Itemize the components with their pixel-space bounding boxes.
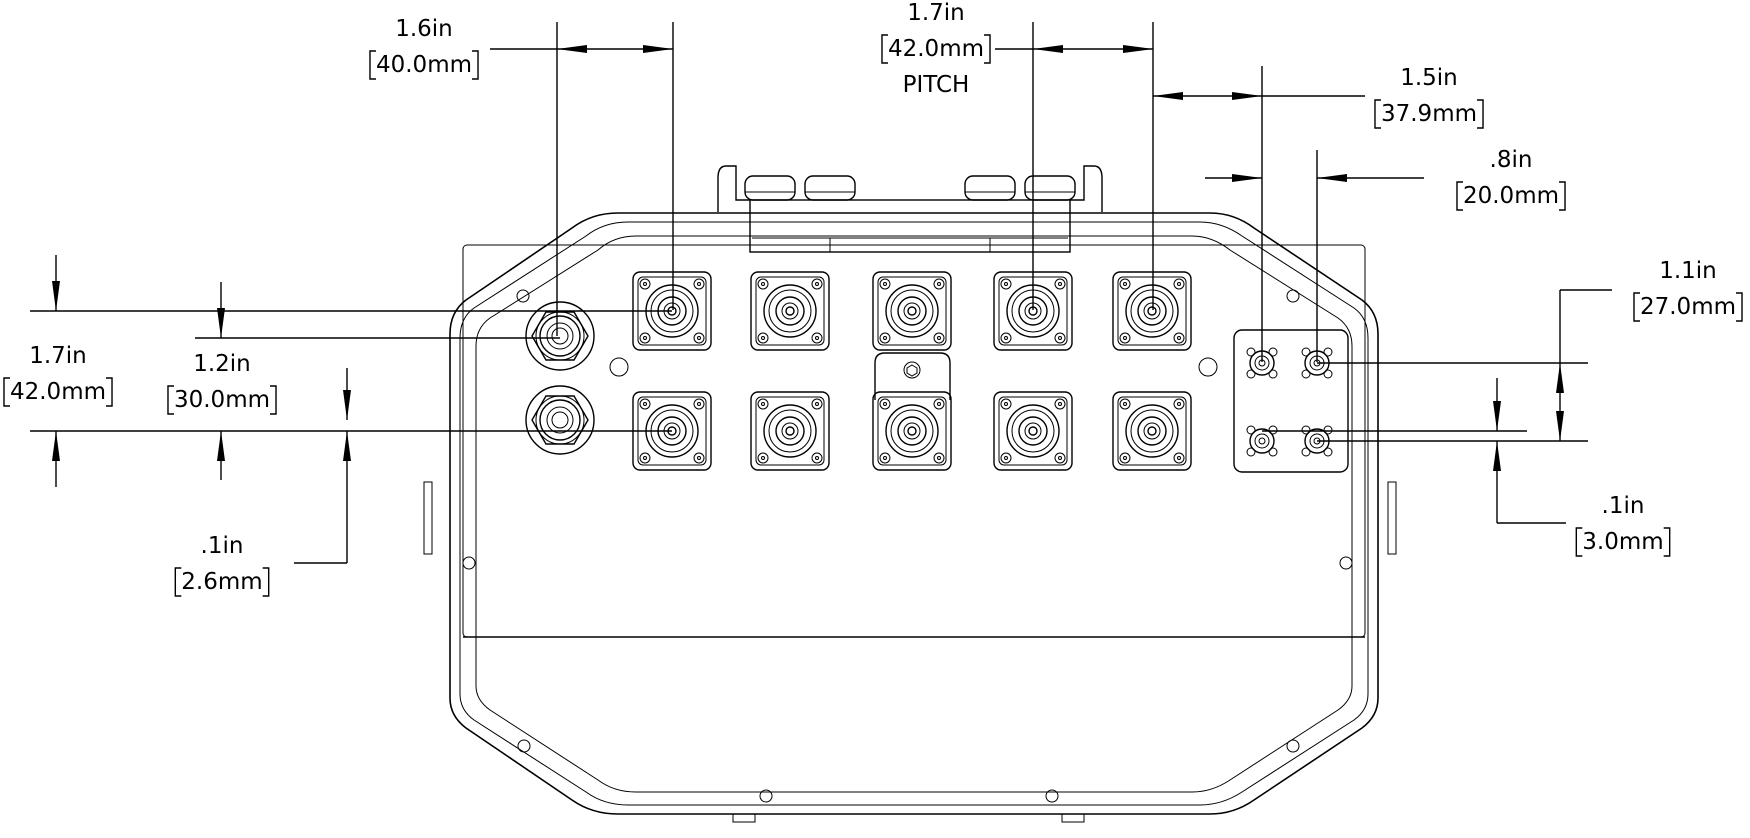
dim-37-9mm-mm-text: 37.9mm (1381, 101, 1477, 127)
dim-20mm-label: .8in 20.0mm (1456, 147, 1566, 211)
dim-37-9mm-label: 1.5in 37.9mm (1374, 65, 1484, 129)
dim-3mm-label: .1in 3.0mm (1575, 493, 1671, 557)
dim-27mm-brackets (1633, 292, 1743, 322)
dim-20mm-inch-text: .8in (1490, 147, 1533, 173)
connector-array (525, 271, 1349, 473)
dimension-lines (30, 22, 1612, 564)
dim-pitch-inch-text: 1.7in (907, 0, 965, 26)
dim-pitch-mm-text: 42.0mm (888, 36, 984, 62)
cable-gland-bottom (525, 385, 595, 455)
dim-40mm-inch-text: 1.6in (395, 16, 453, 42)
dim-40mm-mm-text: 40.0mm (376, 52, 472, 78)
dim-30mm-inch-text: 1.2in (193, 351, 251, 377)
dim-42mm-left-inch-text: 1.7in (29, 343, 87, 369)
enclosure-body (423, 212, 1397, 823)
dim-20mm-mm-text: 20.0mm (1463, 183, 1559, 209)
dim-pitch-note-text: PITCH (903, 72, 970, 98)
dim-3mm-mm-text: 3.0mm (1582, 529, 1663, 555)
dim-30mm-mm-text: 30.0mm (174, 387, 270, 413)
connector-top-2 (750, 271, 830, 351)
dim-27mm-inch-text: 1.1in (1659, 258, 1717, 284)
dim-2-6mm-inch-text: .1in (201, 533, 244, 559)
cable-gland-top (525, 301, 595, 371)
dim-37-9mm-inch-text: 1.5in (1400, 65, 1458, 91)
dim-pitch-brackets (881, 34, 991, 64)
connector-bottom-2 (750, 391, 830, 471)
dim-42mm-left-label: 1.7in 42.0mm (3, 343, 113, 407)
connector-bottom-5 (1112, 391, 1192, 471)
dim-40mm-label: 1.6in 40.0mm (369, 16, 479, 80)
dim-30mm-label: 1.2in 30.0mm (167, 351, 277, 415)
dim-42mm-left-brackets (3, 377, 113, 407)
dim-3mm-inch-text: .1in (1602, 493, 1645, 519)
dim-3mm-brackets (1575, 527, 1671, 557)
dim-20mm-brackets (1456, 181, 1566, 211)
dim-37-9mm-brackets (1374, 99, 1484, 129)
connector-bottom-3 (872, 391, 952, 471)
dim-40mm-brackets (369, 50, 479, 80)
dim-2-6mm-mm-text: 2.6mm (181, 569, 262, 595)
dim-42mm-left-mm-text: 42.0mm (10, 379, 106, 405)
connector-top-3 (872, 271, 952, 351)
connector-bottom-4 (993, 391, 1073, 471)
small-connector-block (1233, 329, 1349, 473)
top-mounting-bracket (717, 165, 1103, 253)
dim-27mm-label: 1.1in 27.0mm (1633, 258, 1743, 322)
dim-30mm-brackets (167, 385, 277, 415)
dim-2-6mm-brackets (174, 567, 270, 597)
dim-27mm-mm-text: 27.0mm (1640, 294, 1736, 320)
connector-top-5 (1112, 271, 1192, 351)
dim-2-6mm-label: .1in 2.6mm (174, 533, 270, 597)
